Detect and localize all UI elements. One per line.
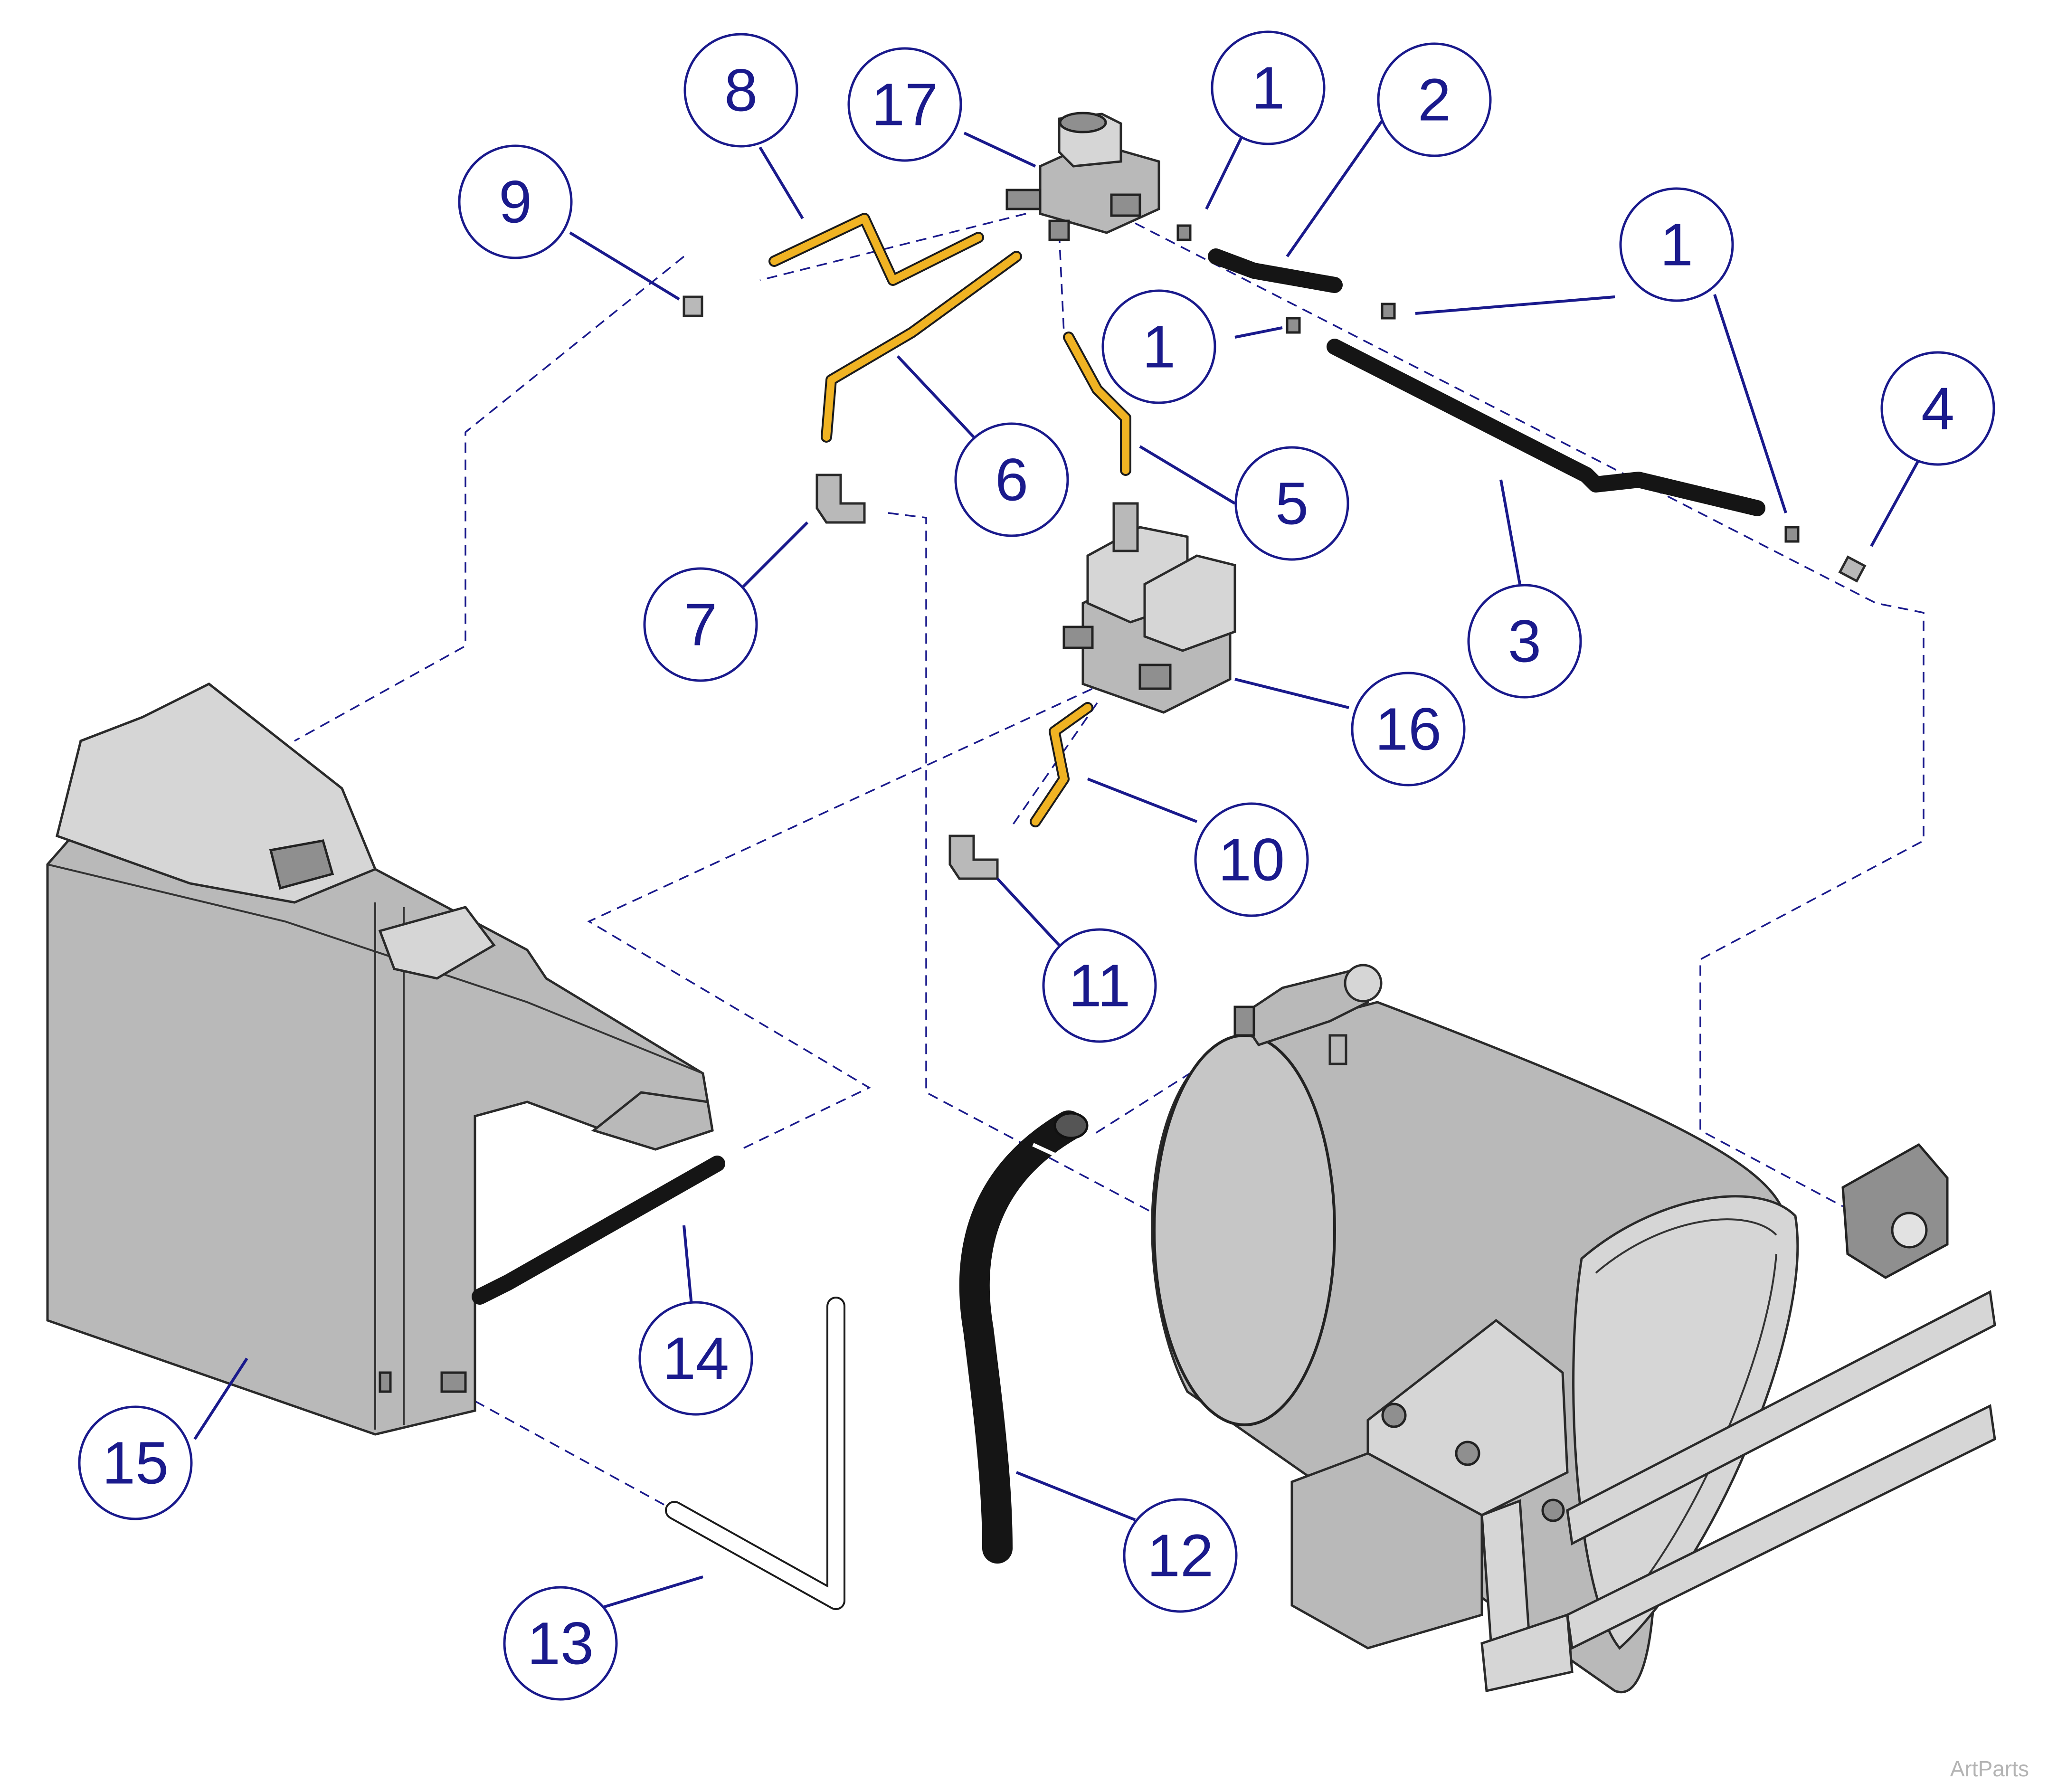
tube-5 xyxy=(1063,332,1131,476)
callout-6: 6 xyxy=(954,422,1069,537)
hose-12 xyxy=(959,1110,1089,1564)
callouts: 1 1 1 1 2 3 4 5 xyxy=(78,30,1995,1701)
reservoir-tank xyxy=(46,683,714,1436)
callout-label: 2 xyxy=(1418,66,1451,133)
callout-label: 1 xyxy=(1660,211,1693,278)
callout-label: 5 xyxy=(1275,470,1308,537)
tube-10 xyxy=(1030,702,1093,827)
callout-label: 16 xyxy=(1375,696,1441,763)
solenoid-17 xyxy=(1005,112,1160,241)
callout-label: 3 xyxy=(1508,608,1541,675)
callout-15: 15 xyxy=(78,1405,193,1520)
callout-10: 10 xyxy=(1194,802,1309,917)
callout-4: 4 xyxy=(1880,351,1995,466)
callout-label: 1 xyxy=(1252,55,1285,122)
callout-11: 11 xyxy=(1042,928,1157,1043)
callout-14: 14 xyxy=(638,1301,753,1416)
assembly-lines xyxy=(294,213,1925,1511)
solenoid-valve-16 xyxy=(1062,502,1236,714)
callout-label: 14 xyxy=(663,1325,729,1392)
callout-8: 8 xyxy=(683,33,798,148)
callout-1d: 1 xyxy=(1660,211,1693,278)
callout-13: 13 xyxy=(503,1586,618,1701)
callout-9: 9 xyxy=(458,144,573,259)
callout-1a: 1 xyxy=(1211,30,1326,145)
callout-7: 7 xyxy=(643,567,758,682)
callout-label: 11 xyxy=(1069,952,1131,1019)
tube-8 xyxy=(768,213,984,286)
tube-13 xyxy=(665,1297,845,1610)
callout-label: 1 xyxy=(1142,313,1176,380)
callout-1c: 1 xyxy=(1101,289,1216,404)
callout-label: 4 xyxy=(1921,375,1954,442)
callout-label: 10 xyxy=(1218,826,1285,893)
tube-6 xyxy=(821,251,1022,443)
chamber-assembly xyxy=(1151,964,1996,1694)
callout-17: 17 xyxy=(847,47,962,162)
callout-label: 15 xyxy=(102,1430,169,1497)
callout-5: 5 xyxy=(1234,446,1349,561)
callout-1b: 1 xyxy=(1619,187,1734,302)
fittings xyxy=(683,224,1867,880)
callout-12: 12 xyxy=(1123,1498,1238,1613)
callout-label: 6 xyxy=(995,446,1028,513)
callout-16: 16 xyxy=(1351,672,1466,787)
callout-label: 8 xyxy=(724,57,758,124)
watermark-text: ArtParts xyxy=(1950,1756,2029,1781)
callout-2: 2 xyxy=(1377,42,1492,157)
callout-label: 13 xyxy=(527,1610,594,1677)
callout-label: 17 xyxy=(872,71,938,138)
callout-label: 12 xyxy=(1147,1522,1214,1589)
hose-2 xyxy=(1208,248,1343,293)
callout-3: 3 xyxy=(1467,584,1582,699)
callout-label: 7 xyxy=(684,591,717,658)
hose-3 xyxy=(1327,339,1765,516)
hose-14 xyxy=(472,1156,725,1305)
callout-label: 9 xyxy=(499,169,532,236)
